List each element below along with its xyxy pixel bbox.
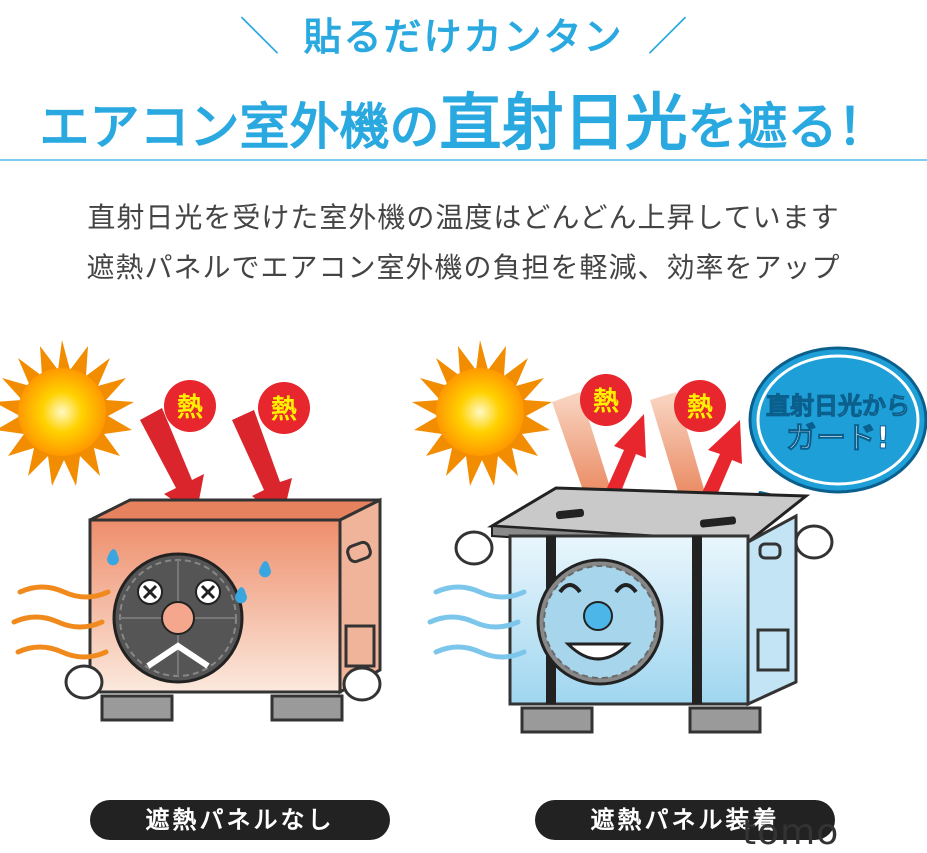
- heat-badge-right-2: 熱: [674, 380, 726, 432]
- heat-badge-left-2: 熱: [258, 382, 310, 434]
- sun-beam-2: [650, 392, 710, 518]
- description-line2: 遮熱パネルでエアコン室外機の負担を軽減、効率をアップ: [86, 251, 841, 284]
- bubble-line2: ガード!: [786, 421, 890, 456]
- divider: [0, 159, 927, 161]
- outdoor-unit-hot: [64, 497, 382, 722]
- watermark: tomo: [742, 812, 840, 853]
- heat-waves-icon: [11, 584, 111, 660]
- heat-badge-right-1: 熱: [580, 374, 632, 426]
- heat-badge-left-1: 熱: [164, 380, 216, 432]
- tagline: 貼るだけカンタン: [303, 14, 624, 59]
- heat-arrow-left-1: [140, 408, 204, 516]
- heat-label: 熱: [593, 387, 619, 417]
- heat-label: 熱: [271, 395, 297, 425]
- headline-part2: 直射日光: [439, 86, 688, 159]
- comparison-illustration: 熱 熱: [0, 340, 927, 734]
- sun-beam-1: [552, 392, 616, 516]
- slash-left-icon: ＼: [239, 14, 280, 60]
- tagline-row: ＼ 貼るだけカンタン ／: [0, 4, 927, 62]
- heat-label: 熱: [177, 393, 203, 423]
- bubble-line1: 直射日光から: [766, 392, 910, 420]
- headline-part3: を遮る！: [687, 98, 888, 156]
- sun-icon-right: [412, 340, 552, 486]
- sun-icon-left: [0, 340, 134, 486]
- heat-label: 熱: [687, 393, 713, 423]
- label-with-panel: 遮熱パネル装着: [535, 800, 835, 840]
- outdoor-unit-cool: [454, 486, 834, 734]
- heat-arrow-left-2: [232, 410, 292, 520]
- headline-part1: エアコン室外機の: [39, 98, 440, 156]
- slash-right-icon: ／: [647, 14, 688, 60]
- label-without-panel: 遮熱パネルなし: [90, 800, 390, 840]
- description-line1: 直射日光を受けた室外機の温度はどんどん上昇しています: [87, 201, 840, 234]
- speech-bubble: 直射日光から ガード!: [741, 346, 927, 517]
- headline: エアコン室外機の直射日光を遮る！: [0, 72, 927, 162]
- cool-waves-icon: [427, 584, 527, 660]
